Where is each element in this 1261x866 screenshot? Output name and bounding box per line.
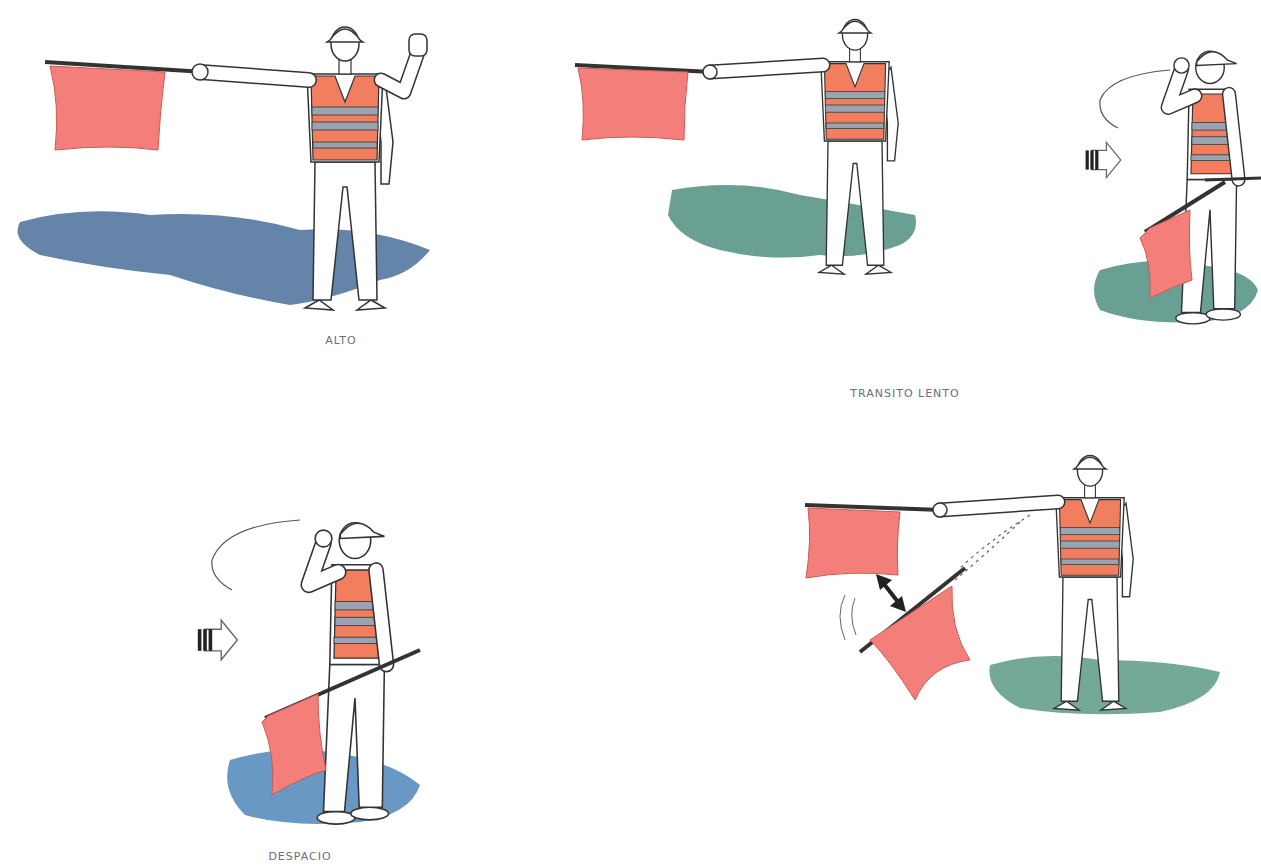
- flagger-wave-part: [806, 508, 900, 578]
- flagger-slow-side-part: [1140, 210, 1192, 298]
- flagger-wave-part: [876, 574, 906, 612]
- flagger-stop-part: [200, 72, 309, 80]
- flagger-wave-part: [840, 595, 856, 640]
- flagger-stop-part: [50, 66, 165, 150]
- flagger-slow-front-part: [819, 19, 898, 274]
- flagger-wave-part: [955, 515, 1030, 580]
- figure-caption: ALTO: [325, 334, 357, 347]
- flagger-stop-part: [192, 64, 208, 80]
- flagger-stop-part: [409, 34, 427, 56]
- flagger-slow-down-part: [262, 694, 326, 795]
- flagger-slow-down: [198, 520, 420, 824]
- flagger-slow-front-part: [703, 65, 717, 79]
- flagger-stop-part: [381, 52, 418, 92]
- flagger-wave: [805, 456, 1220, 715]
- figure-caption: DESPACIO: [268, 850, 331, 863]
- flagger-stop-part: [381, 52, 418, 92]
- flagger-slow-front-part: [578, 68, 688, 140]
- flagger-stop-part: [200, 72, 309, 80]
- flagger-slow-front: [575, 19, 916, 274]
- flagger-wave-part: [884, 584, 898, 602]
- flagger-slow-front-part: [710, 65, 823, 72]
- flagger-stop-part: [305, 27, 393, 310]
- flagger-wave-part: [1054, 456, 1133, 711]
- figure-caption: TRANSITO LENTO: [850, 387, 959, 400]
- flagger-slow-side-part: [1205, 178, 1261, 180]
- flagger-slow-side-part: [1100, 70, 1170, 128]
- flagger-wave-part: [933, 503, 947, 517]
- flagger-wave-part: [940, 502, 1058, 510]
- flagger-wave-part: [870, 586, 970, 700]
- flagger-slow-down-part: [212, 520, 300, 590]
- flagger-slow-down-part: [198, 620, 238, 660]
- flagger-stop: [18, 27, 431, 310]
- flagger-wave-part: [940, 502, 1058, 510]
- flagger-slow-side-part: [1086, 142, 1121, 177]
- flagger-slow-side: [1086, 51, 1261, 324]
- flagger-slow-down-part: [309, 523, 389, 824]
- flagger-slow-front-part: [710, 65, 823, 72]
